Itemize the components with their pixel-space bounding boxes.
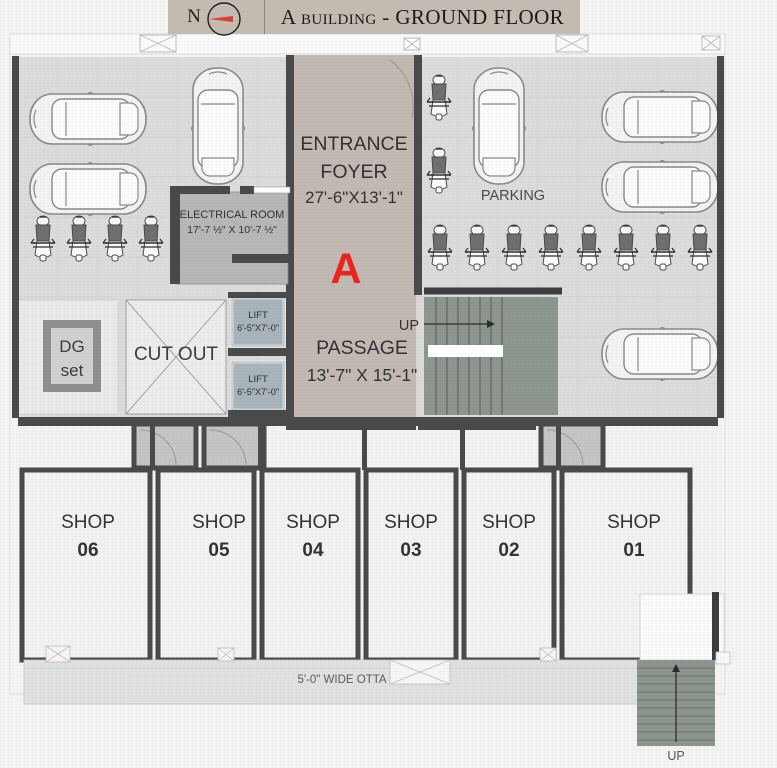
title-dash: - — [376, 4, 396, 29]
entrance-foyer-line2: FOYER — [320, 161, 387, 183]
shop-01-label: SHOP — [607, 512, 661, 533]
parking-label: PARKING — [481, 188, 545, 204]
title-floor: GROUND FLOOR — [395, 4, 565, 29]
passage-stair — [424, 287, 562, 415]
shop-02-label: SHOP — [482, 512, 536, 533]
entrance-foyer-zone — [293, 55, 416, 417]
car-icon — [29, 161, 147, 217]
car-icon — [471, 67, 527, 185]
dg-set — [17, 299, 119, 415]
car-icon — [601, 159, 719, 215]
lift-2-label: LIFT — [248, 374, 268, 385]
cut-out-label: CUT OUT — [134, 344, 218, 365]
electrical-room-label: ELECTRICAL ROOM — [180, 209, 285, 221]
shop-01-number: 01 — [623, 540, 645, 561]
shop-service-rooms — [131, 421, 606, 471]
passage-dims: 13'-7" X 15'-1" — [307, 365, 418, 385]
lift-2 — [230, 360, 286, 412]
top-boundary-windows — [139, 34, 721, 53]
shop-06-number: 06 — [77, 540, 98, 561]
building-marker: A — [330, 245, 361, 293]
shop-05-label: SHOP — [192, 512, 246, 533]
otta-platform — [23, 659, 671, 705]
north-letter: N — [187, 6, 201, 27]
shop-partitions — [150, 426, 561, 470]
otta-windows — [45, 645, 557, 685]
passage-stair-up-label: UP — [399, 318, 419, 334]
entrance-foyer-line1: ENTRANCE — [300, 133, 407, 155]
exterior-stair-up-arrow — [672, 664, 680, 742]
shop-03-label: SHOP — [384, 512, 438, 533]
compass-north-arrow-icon — [203, 2, 245, 36]
core-walls — [286, 55, 422, 417]
dg-set-line2: set — [61, 361, 84, 380]
car-icon — [190, 67, 246, 185]
shop-05-number: 05 — [208, 540, 230, 561]
car-icon — [601, 89, 719, 145]
lift-1 — [230, 296, 286, 348]
dg-set-line1: DG — [59, 337, 85, 356]
lift-walls — [228, 292, 288, 417]
shop-02-number: 02 — [498, 540, 519, 561]
shop-04-label: SHOP — [286, 512, 340, 533]
shop-06-label: SHOP — [61, 512, 115, 533]
stair-up-arrow — [424, 320, 495, 328]
title-a: A — [280, 4, 301, 29]
page-title: A BUILDING - GROUND FLOOR — [265, 5, 580, 30]
electrical-room — [170, 186, 291, 285]
title-building: BUILDING — [300, 11, 377, 28]
north-compass: N — [168, 0, 265, 36]
lift-2-dims: 6'-5"X7'-0" — [237, 387, 279, 397]
shop-03-number: 03 — [400, 540, 421, 561]
otta-label: 5'-0" WIDE OTTA — [297, 674, 386, 686]
electrical-room-dims: 17'-7 ½" X 10'-7 ½" — [187, 224, 277, 236]
outer-walls — [12, 56, 724, 418]
lift-1-dims: 6'-5"X7'-0" — [237, 323, 279, 333]
shop-band — [18, 417, 718, 666]
shop-04-number: 04 — [302, 540, 324, 561]
entrance-foyer-dims: 27'-6"X13'-1" — [305, 188, 403, 207]
passage-label: PASSAGE — [316, 337, 408, 359]
exterior-stair — [637, 592, 731, 746]
lift-1-label: LIFT — [248, 310, 268, 321]
car-icon — [601, 326, 719, 382]
plan-title-banner: N A BUILDING - GROUND FLOOR — [168, 0, 580, 36]
cut-out — [125, 299, 227, 415]
site-outline — [9, 33, 726, 695]
exterior-stair-up-label: UP — [667, 749, 684, 763]
car-icon — [29, 91, 147, 147]
